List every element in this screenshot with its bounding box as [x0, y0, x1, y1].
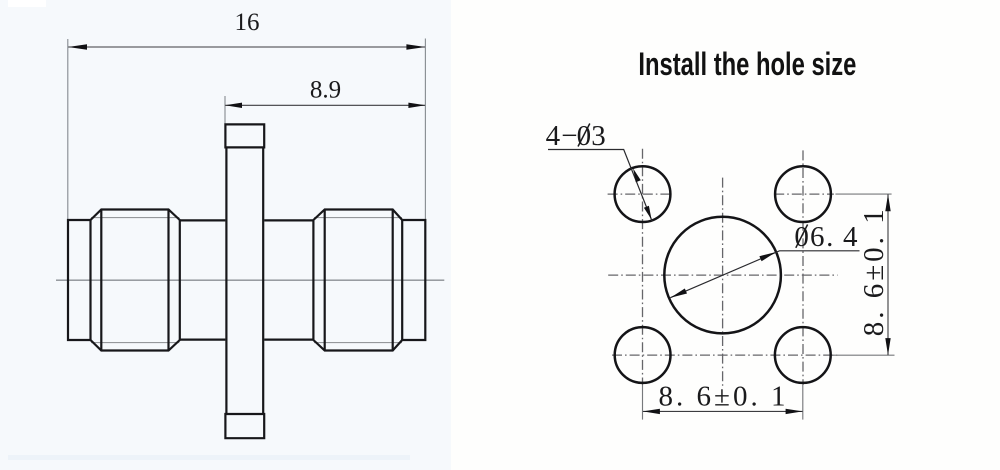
svg-text:Install the hole size: Install the hole size	[638, 46, 856, 82]
svg-text:6: 6	[810, 221, 825, 253]
svg-text:.: .	[826, 221, 833, 253]
svg-text:16: 16	[235, 9, 260, 36]
svg-text:8. 6±0. 1: 8. 6±0. 1	[659, 380, 786, 412]
svg-text:8. 6±0. 1: 8. 6±0. 1	[858, 209, 890, 336]
svg-text:−: −	[561, 120, 577, 152]
svg-text:4: 4	[546, 120, 561, 152]
svg-text:8.9: 8.9	[310, 77, 341, 104]
svg-text:4: 4	[843, 221, 858, 253]
svg-text:3: 3	[591, 120, 606, 152]
